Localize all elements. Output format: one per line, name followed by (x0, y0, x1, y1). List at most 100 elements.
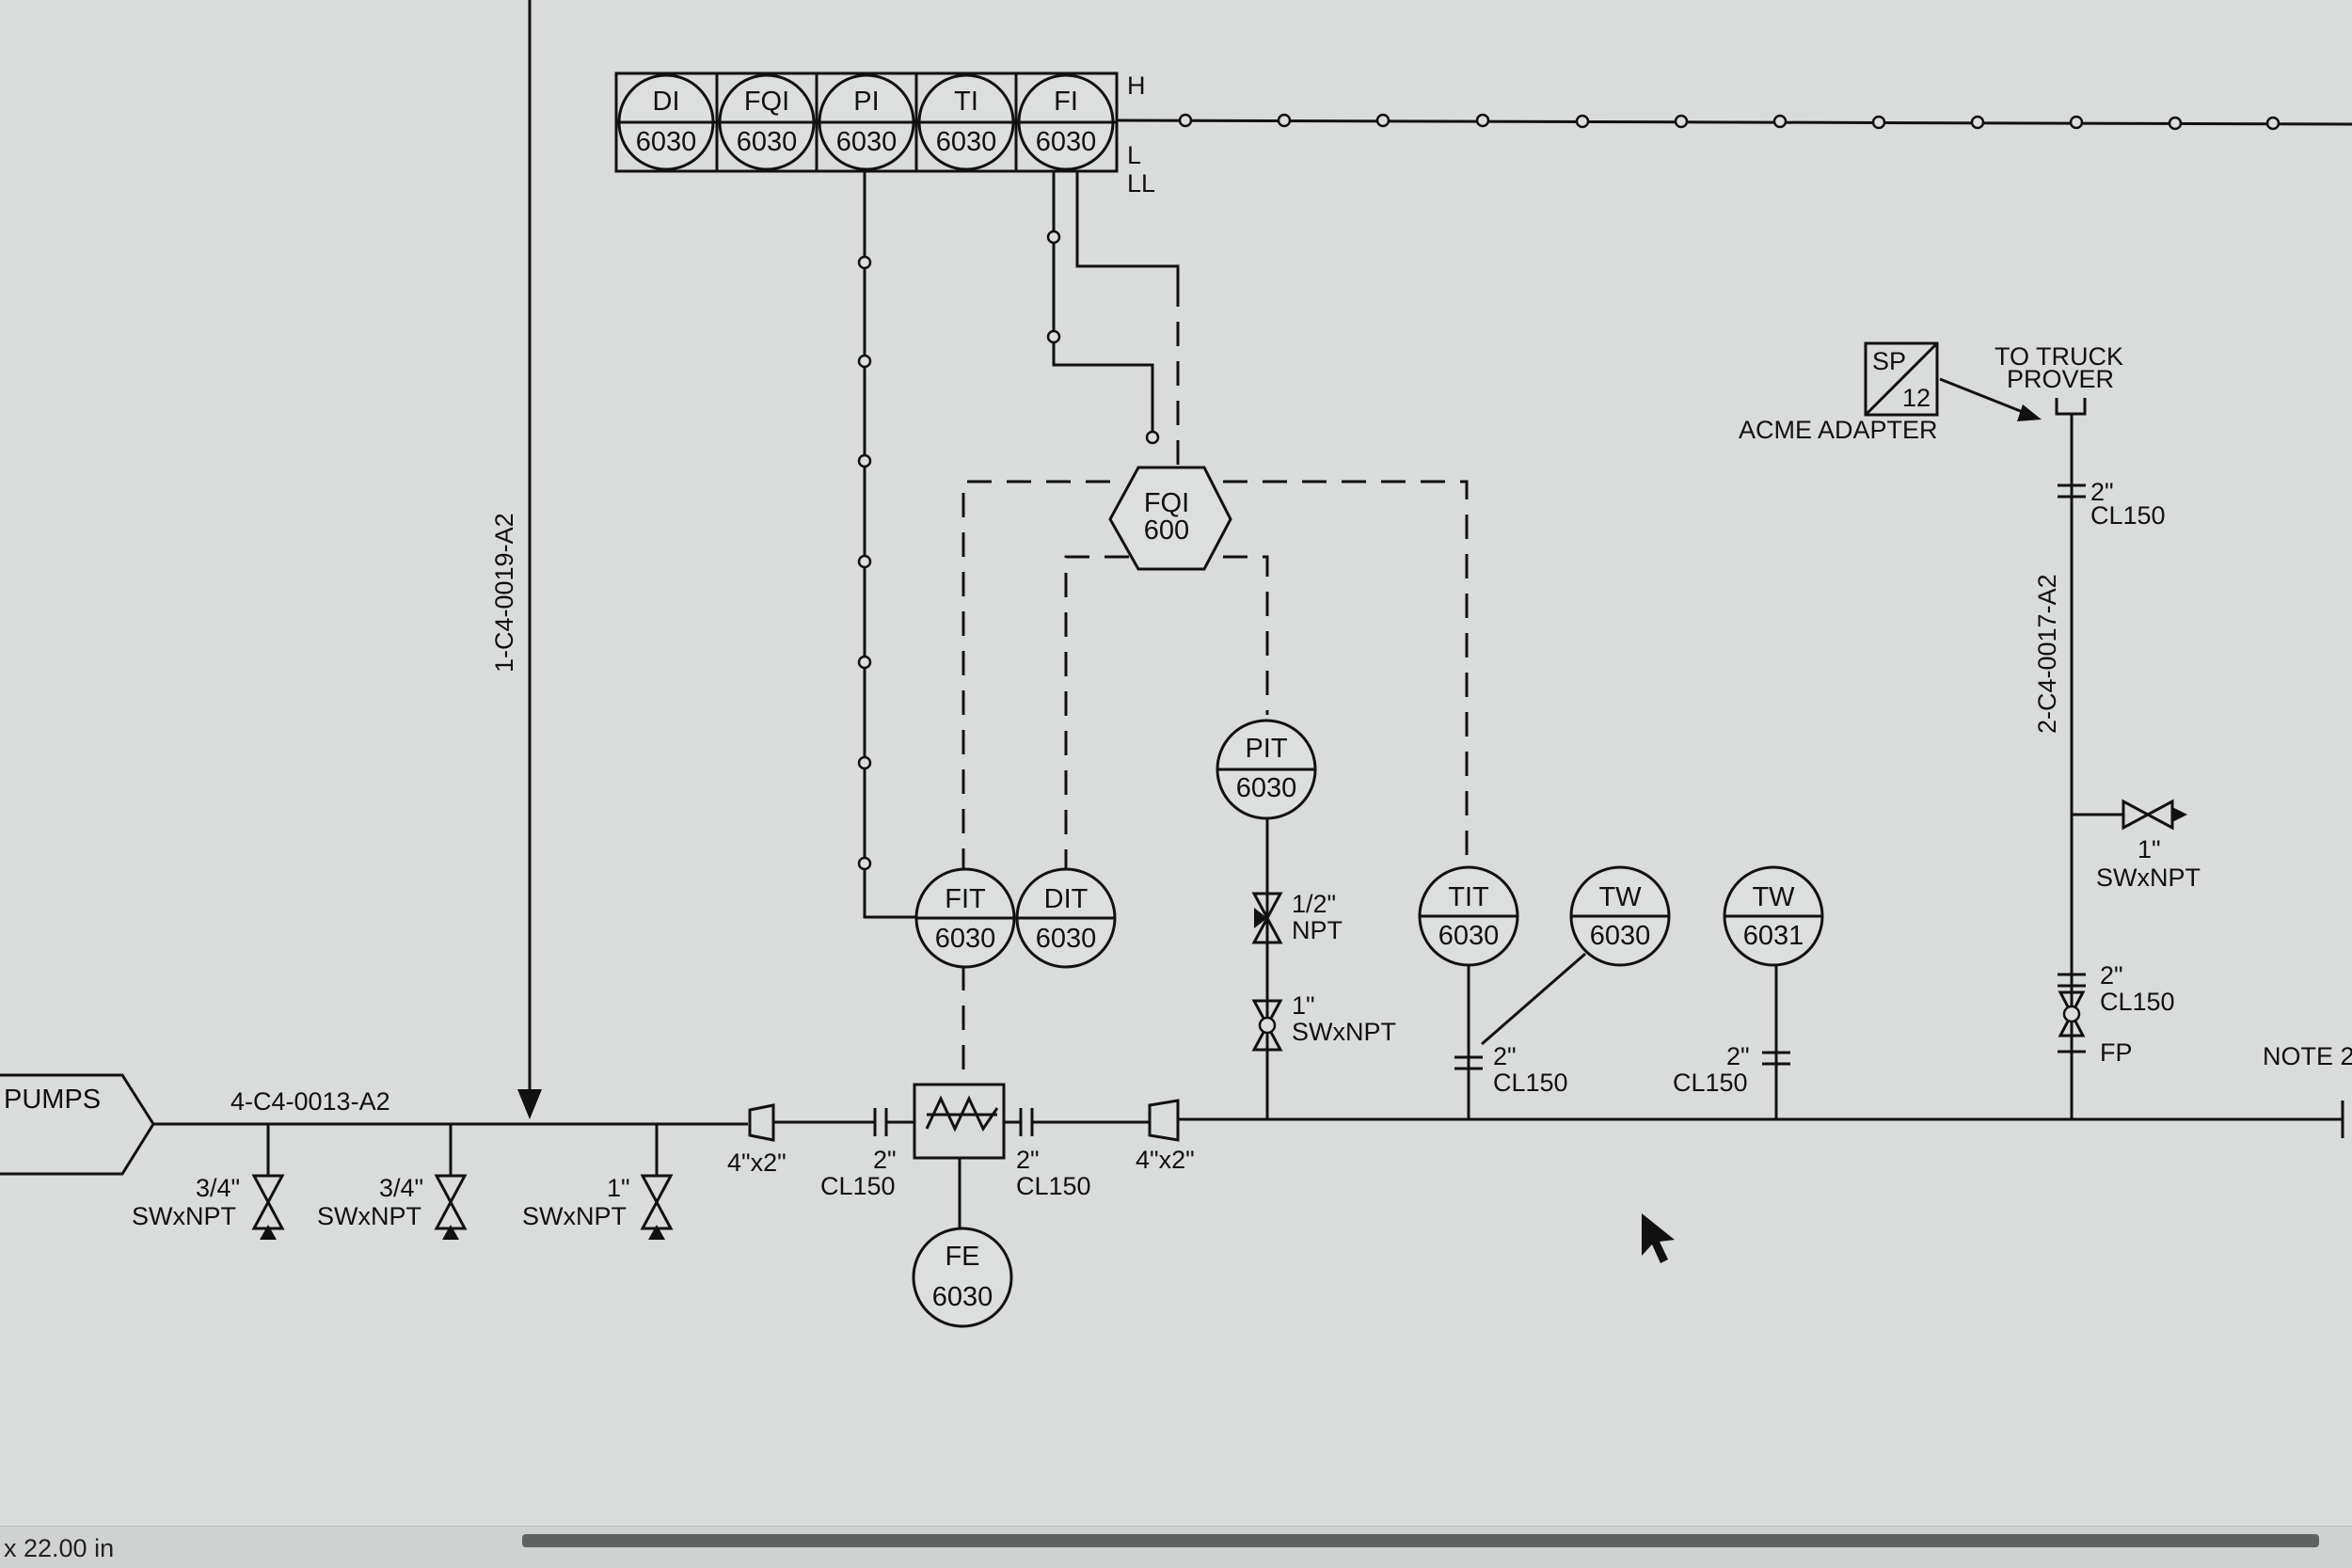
tit-6030[interactable]: TIT 6030 (1418, 865, 1519, 967)
flange-right-label: CL150 (1016, 1172, 1091, 1200)
reducer-left-label: 4"x2" (727, 1148, 787, 1177)
svg-text:6030: 6030 (936, 127, 997, 157)
svg-text:6030: 6030 (737, 127, 798, 157)
fit-6030[interactable]: FIT 6030 (914, 867, 1016, 969)
fe-6030[interactable]: FE 6030 (912, 1227, 1013, 1328)
svg-text:CL150: CL150 (2090, 501, 2166, 530)
pumps-label: PUMPS (4, 1085, 101, 1115)
panel-fi[interactable]: FI 6030 (1017, 73, 1115, 171)
drain-valve-3[interactable]: 1" SWxNPT (522, 1124, 674, 1240)
svg-text:1": 1" (2137, 835, 2161, 863)
svg-text:1": 1" (1292, 991, 1315, 1020)
svg-text:TIT: TIT (1448, 882, 1489, 912)
svg-text:600: 600 (1144, 515, 1189, 546)
svg-text:2": 2" (2100, 961, 2123, 990)
vertical-line-left: 1-C4-0019-A2 (490, 0, 542, 1119)
svg-text:2": 2" (1493, 1042, 1517, 1070)
horizontal-scrollbar[interactable] (522, 1534, 2319, 1547)
svg-text:2": 2" (1016, 1146, 1040, 1174)
alarm-h-label: H (1127, 71, 1146, 100)
svg-text:6030: 6030 (1590, 921, 1651, 951)
svg-text:FIT: FIT (945, 884, 986, 914)
svg-text:FI: FI (1054, 87, 1078, 117)
to-truck-prover-line2: PROVER (2007, 365, 2114, 393)
svg-text:SWxNPT: SWxNPT (2096, 863, 2201, 892)
svg-text:12: 12 (1902, 384, 1931, 412)
svg-text:2": 2" (2090, 478, 2114, 506)
svg-text:FQI: FQI (744, 87, 789, 117)
drain-valve-2[interactable]: 3/4" SWxNPT (317, 1124, 468, 1240)
right-vent-valve[interactable]: 1" SWxNPT (2096, 799, 2201, 892)
svg-text:FE: FE (945, 1242, 979, 1272)
panel-pi[interactable]: PI 6030 (818, 73, 915, 171)
software-link-line (1116, 113, 2352, 131)
svg-text:6030: 6030 (636, 127, 697, 157)
tw-flange: 2" CL150 (1673, 1042, 1790, 1097)
to-truck-prover-line1: TO TRUCK (1994, 342, 2123, 371)
svg-text:6030: 6030 (932, 1282, 993, 1312)
svg-text:TW: TW (1752, 882, 1795, 912)
svg-text:TW: TW (1598, 882, 1642, 912)
svg-text:6030: 6030 (836, 127, 898, 157)
svg-text:SWxNPT: SWxNPT (317, 1202, 421, 1230)
mouse-cursor-icon (1642, 1213, 1675, 1263)
svg-text:6030: 6030 (1036, 924, 1097, 954)
svg-text:6030: 6030 (1236, 773, 1297, 803)
svg-text:SWxNPT: SWxNPT (522, 1202, 627, 1230)
svg-text:PIT: PIT (1245, 734, 1287, 764)
zoom-readout: x 22.00 in (4, 1534, 115, 1562)
panel-fqi[interactable]: FQI 6030 (718, 73, 816, 171)
svg-text:CL150: CL150 (1673, 1069, 1748, 1097)
tit-flange: 2" CL150 (1454, 1042, 1568, 1097)
sample-point-sp12[interactable]: SP 12 (1864, 341, 1939, 417)
svg-text:3/4": 3/4" (196, 1174, 240, 1202)
main-line-number: 4-C4-0013-A2 (230, 1087, 390, 1116)
pit-6030[interactable]: PIT 6030 (1216, 719, 1317, 820)
panel-ti[interactable]: TI 6030 (917, 73, 1015, 171)
acme-adapter-label: ACME ADAPTER (1739, 416, 1938, 444)
line-number-right: 2-C4-0017-A2 (2033, 574, 2061, 734)
svg-text:1": 1" (607, 1174, 630, 1202)
reducer-right-label: 4"x2" (1136, 1146, 1195, 1174)
fqi-600-computer[interactable]: FQI 600 (1108, 466, 1232, 571)
svg-text:DIT: DIT (1044, 884, 1089, 914)
svg-text:SWxNPT: SWxNPT (132, 1202, 236, 1230)
svg-text:FP: FP (2100, 1038, 2133, 1067)
note-label: NOTE 2 (2263, 1042, 2352, 1070)
svg-text:PI: PI (853, 87, 879, 117)
svg-text:SWxNPT: SWxNPT (1292, 1018, 1396, 1046)
svg-text:DI: DI (653, 87, 680, 117)
svg-text:6030: 6030 (935, 924, 996, 954)
svg-text:6030: 6030 (1438, 921, 1500, 951)
panel-di[interactable]: DI 6030 (617, 73, 715, 171)
svg-text:6030: 6030 (1036, 127, 1097, 157)
svg-text:FQI: FQI (1144, 488, 1189, 518)
line-number-left: 1-C4-0019-A2 (490, 513, 518, 673)
signal-network (961, 480, 1469, 1085)
dit-6030[interactable]: DIT 6030 (1015, 867, 1117, 969)
fi-link-line (1046, 171, 1180, 466)
pit-root-valve-1[interactable]: 1/2" NPT (1251, 890, 1343, 944)
svg-text:6031: 6031 (1743, 921, 1804, 951)
svg-text:3/4": 3/4" (379, 1174, 423, 1202)
svg-text:NPT: NPT (1292, 916, 1343, 944)
right-ball-valve[interactable] (2058, 990, 2086, 1037)
status-bar: x 22.00 in (0, 1526, 2352, 1568)
svg-text:2": 2" (873, 1146, 897, 1174)
svg-text:CL150: CL150 (1493, 1069, 1568, 1097)
pit-root-valve-2[interactable]: 1" SWxNPT (1251, 991, 1396, 1052)
drain-valve-1[interactable]: 3/4" SWxNPT (132, 1124, 285, 1240)
tw-6030[interactable]: TW 6030 (1569, 865, 1671, 967)
flange-left-label: CL150 (820, 1172, 896, 1200)
svg-text:SP: SP (1872, 347, 1906, 375)
pid-diagram: 1-C4-0019-A2 PUMPS 4-C4-0013-A2 3/4" SW (0, 0, 2352, 1328)
svg-text:TI: TI (954, 87, 978, 117)
alarm-l-label: L (1127, 141, 1141, 169)
pi-link-line (857, 171, 917, 919)
svg-text:2": 2" (1726, 1042, 1750, 1070)
svg-text:1/2": 1/2" (1292, 890, 1336, 918)
svg-text:CL150: CL150 (2100, 988, 2175, 1016)
tw-6031[interactable]: TW 6031 (1723, 865, 1824, 967)
alarm-ll-label: LL (1127, 169, 1155, 198)
